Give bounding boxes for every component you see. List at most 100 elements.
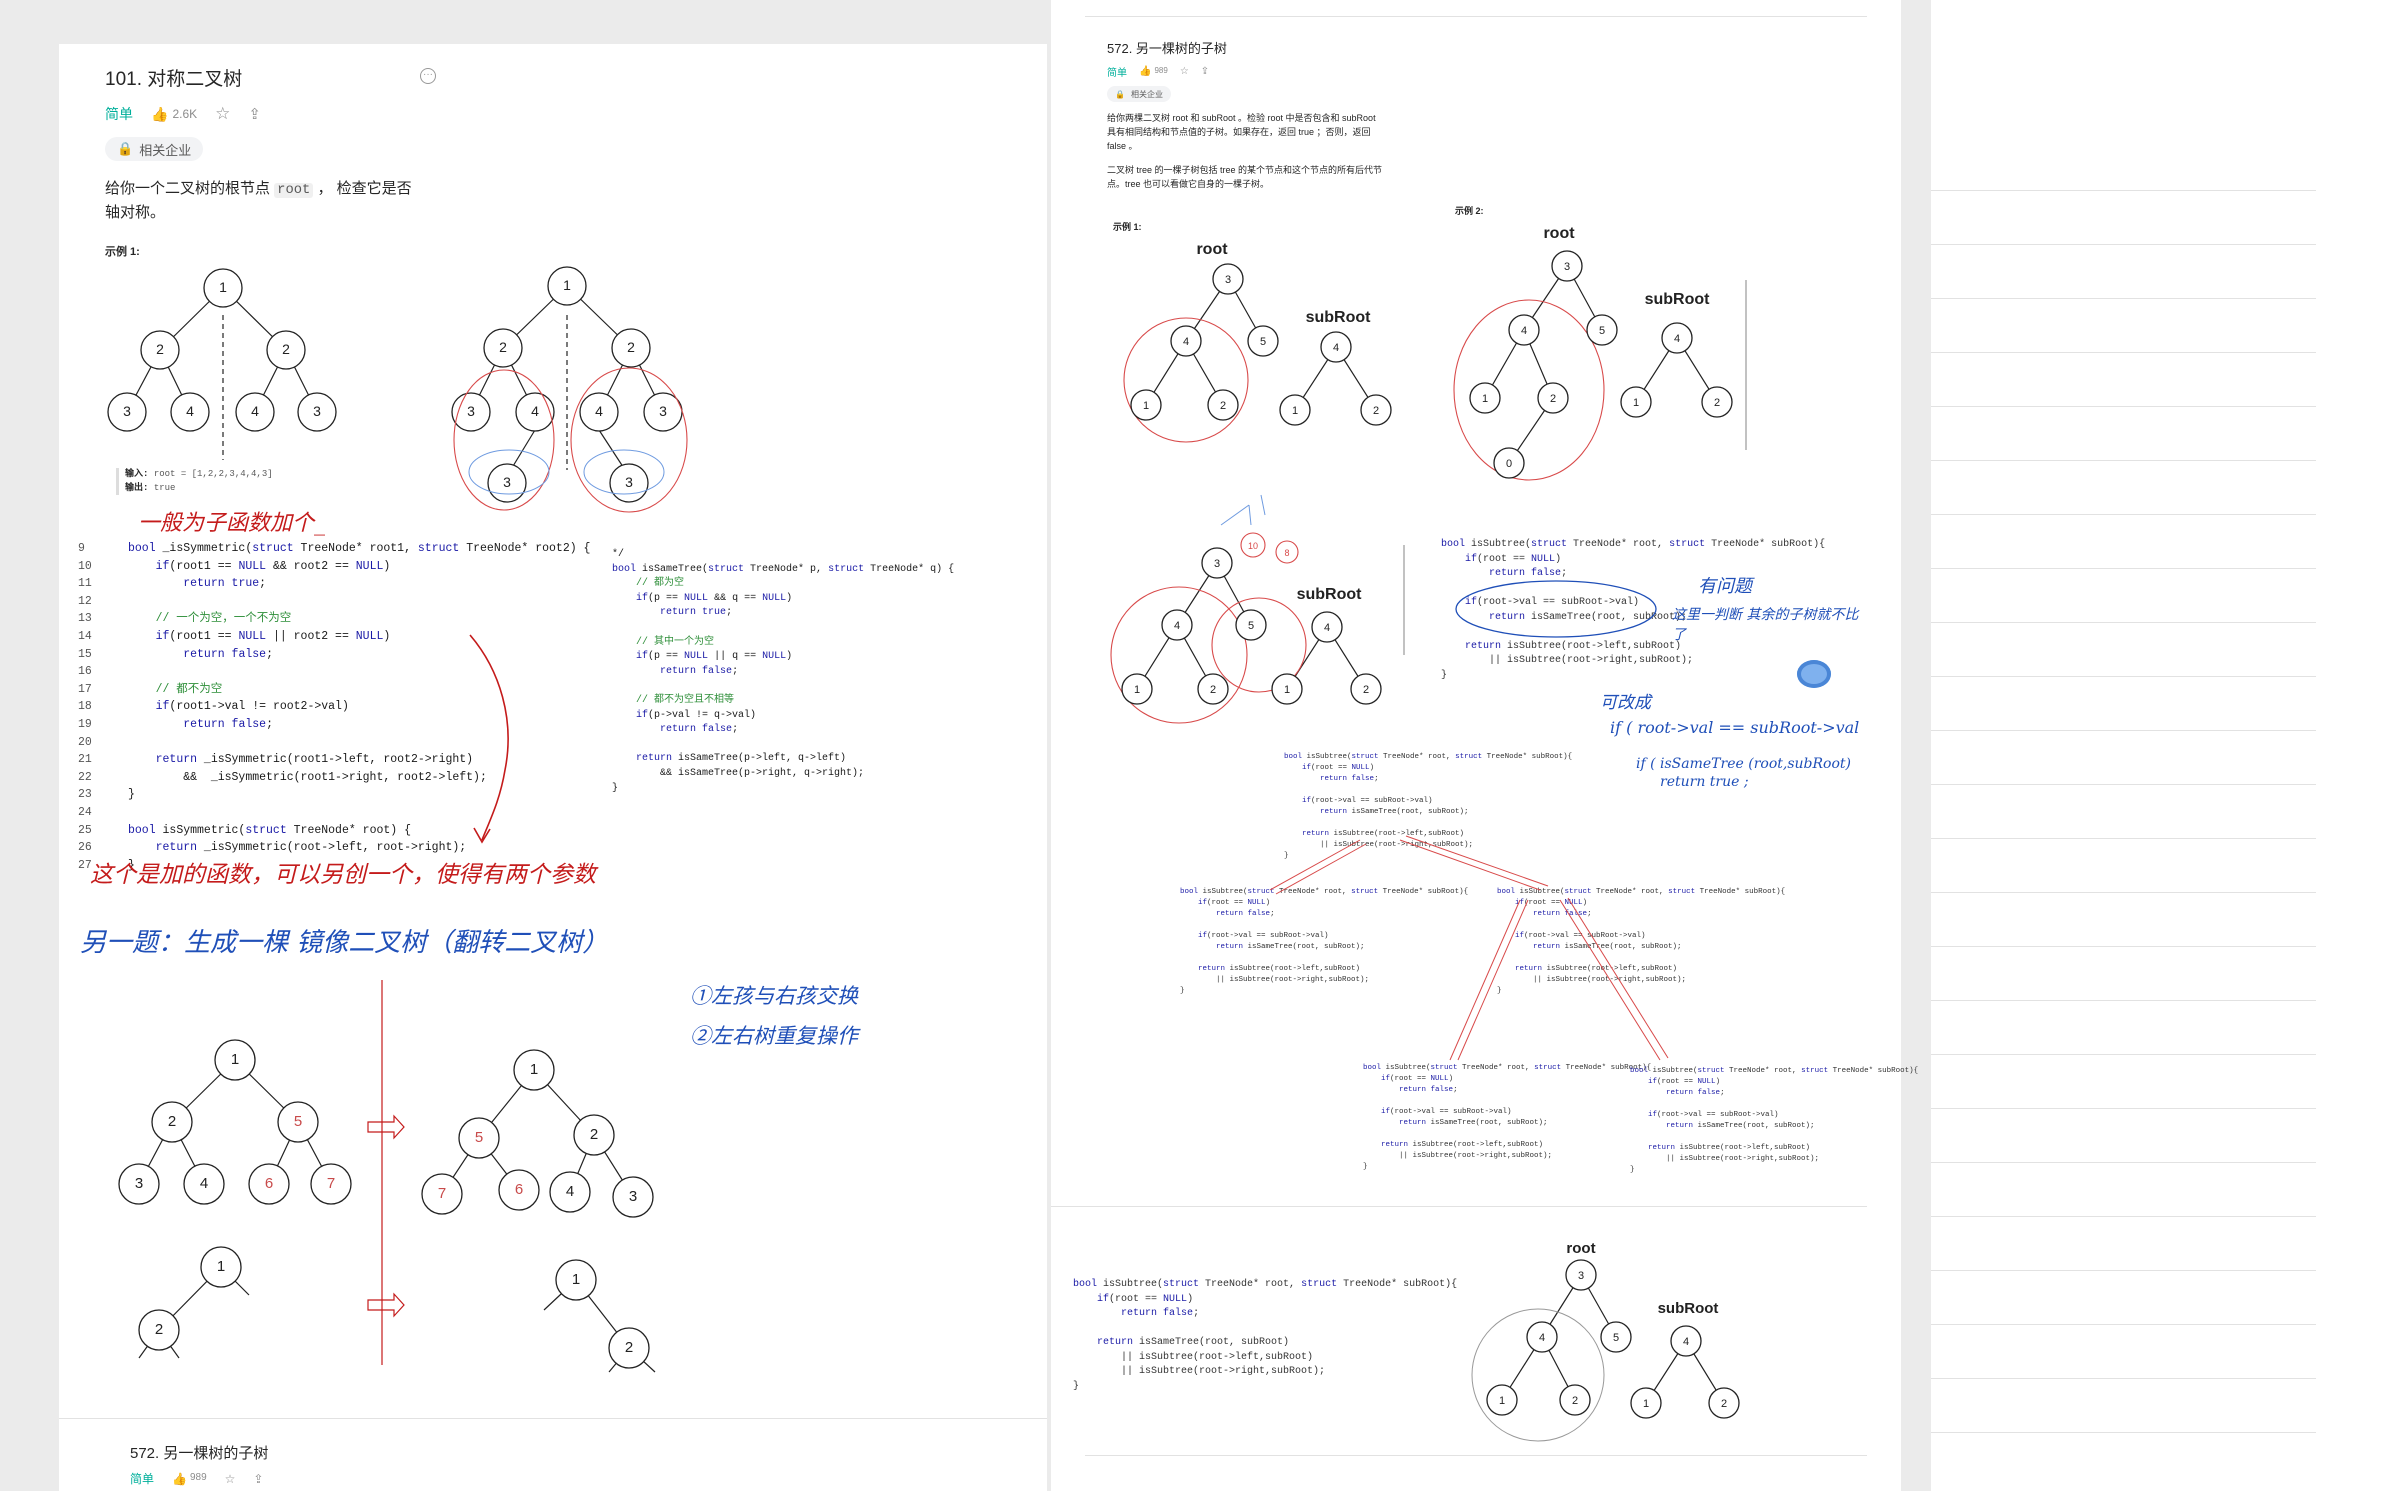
tree-node [555, 1259, 597, 1301]
like-count: 2.6K [172, 107, 198, 121]
next-difficulty: 简单 [130, 1472, 155, 1486]
tree-node-label: 1 [1633, 397, 1639, 409]
thumbs-up-icon: 👍 [172, 1471, 187, 1486]
tree-node-label: 3 [313, 403, 321, 419]
tree-node-label: 6 [515, 1181, 523, 1198]
right-page [1051, 0, 1901, 1491]
tree-node-label: 5 [1260, 336, 1266, 348]
is-subtree-final-code: bool isSubtree(struct TreeNode* root, st… [1073, 1279, 1458, 1392]
handnote-helper-function: 这个是加的函数，可以另创一个，使得有两个参数 [90, 862, 596, 888]
share-icon[interactable]: ⇪ [1200, 66, 1210, 77]
tree-node-label: 2 [168, 1113, 176, 1130]
right-bottom-rule [1085, 1455, 1867, 1456]
difficulty-label: 简单 [105, 106, 133, 122]
ruled-line [1931, 1432, 2316, 1433]
more-options-icon[interactable]: ··· [420, 68, 436, 84]
handnote-fix-line3: return true ; [1660, 774, 1749, 790]
tree-node-label: 4 [595, 403, 603, 419]
ruled-line [1931, 514, 2316, 515]
tree-node [513, 1049, 555, 1091]
next-problem-title[interactable]: 572. 另一棵树的子树 [130, 1445, 269, 1462]
red-subtree-circles [1123, 299, 1605, 481]
tree-node [1121, 673, 1153, 705]
left-page-divider [59, 1418, 1047, 1419]
ruled-line [1931, 568, 2316, 569]
is-subtree-code-annotated: bool isSubtree(struct TreeNode* root, st… [1441, 539, 1826, 681]
tree-node-label: 2 [155, 1321, 163, 1338]
tree-node-label: 3 [659, 403, 667, 419]
tree-node [235, 392, 275, 432]
tree-node-label: 3 [1578, 1270, 1584, 1282]
like-button[interactable]: 👍 2.6K [151, 106, 197, 123]
example-1-label-572: 示例 1: [1113, 222, 1142, 232]
tree-node [1526, 1321, 1558, 1353]
share-icon[interactable]: ⇪ [248, 106, 261, 123]
output-label: 输出: [125, 482, 149, 493]
handnote-pitfall: 有问题 [1698, 576, 1752, 597]
tree-node-label: 2 [625, 1339, 633, 1356]
tree-node-label: 1 [1284, 684, 1290, 696]
tree-node [1271, 673, 1303, 705]
tree-node-label: 1 [1643, 1398, 1649, 1410]
tree-node [421, 1173, 463, 1215]
tree-node-label: 3 [135, 1175, 143, 1192]
star-icon[interactable]: ☆ [1179, 66, 1189, 77]
desc-text-b: ， 检查它是否轴对称。 [105, 180, 412, 222]
red-annotation-ovals [453, 367, 688, 513]
tree-node [1630, 1387, 1662, 1419]
company-badge-572[interactable]: 🔒 相关企业 [1107, 86, 1171, 102]
tree-node [138, 1309, 180, 1351]
ruled-line [1931, 892, 2316, 893]
tree-node-label: 2 [156, 341, 164, 357]
like-button-572[interactable]: 👍989 [1139, 66, 1168, 77]
final-subroot-label: subRoot [1658, 1300, 1719, 1317]
annot-num-8: 8 [1284, 548, 1289, 558]
handnote-step2: ②左右树重复操作 [690, 1024, 858, 1048]
ruled-line [1931, 406, 2316, 407]
problem-description-572b: 二叉树 tree 的一棵子树包括 tree 的某个节点和这个节点的所有后代节点。… [1107, 165, 1383, 189]
tree-node-label: 5 [1613, 1332, 1619, 1344]
problem-title-572[interactable]: 572. 另一棵树的子树 [1107, 41, 1227, 56]
tree-node [1469, 382, 1501, 414]
tree-node [1701, 386, 1733, 418]
ruled-line [1931, 1216, 2316, 1217]
tree-node [1279, 394, 1311, 426]
lock-icon: 🔒 [1115, 89, 1125, 99]
tree-node [1170, 325, 1202, 357]
tree-node-label: 2 [1550, 393, 1556, 405]
example-1-io: 输入: root = [1,2,2,3,4,4,3] 输出: true [116, 468, 273, 495]
is-same-tree-code: */ bool isSameTree(struct TreeNode* p, s… [612, 549, 955, 794]
sym-tree-1 [126, 287, 318, 460]
tree-node-label: 2 [1220, 400, 1226, 412]
tree-node [1493, 447, 1525, 479]
star-icon[interactable]: ☆ [215, 104, 231, 123]
tree-node [140, 330, 180, 370]
tree-node-label: 3 [123, 403, 131, 419]
tree-node-label: 2 [1363, 684, 1369, 696]
recursion-code-4: bool isSubtree(struct TreeNode* root, st… [1363, 1064, 1652, 1171]
input-value: root = [1,2,2,3,4,4,3] [153, 469, 273, 479]
problem-title-101[interactable]: 101. 对称二叉树 [105, 69, 243, 90]
tree-node-label: 1 [530, 1061, 538, 1078]
next-problem-meta: 简单 👍989 ☆ ⇪ [130, 1470, 263, 1487]
right-top-rule [1085, 16, 1867, 17]
desc-text-a: 给你一个二叉树的根节点 [105, 180, 275, 197]
star-icon[interactable]: ☆ [224, 1471, 236, 1486]
tree-node-label: 2 [1721, 1398, 1727, 1410]
tree-node-label: 5 [475, 1129, 483, 1146]
annot-red-marks [1110, 532, 1307, 724]
company-badge[interactable]: 🔒 相关企业 [105, 137, 204, 161]
red-arrow-annotation [469, 634, 509, 844]
share-icon[interactable]: ⇪ [253, 1471, 264, 1486]
tree-node-label: 5 [294, 1113, 302, 1130]
ruled-line [1931, 730, 2316, 731]
tree-node-label: 1 [219, 279, 227, 295]
handnote-fix: 可改成 [1600, 693, 1651, 713]
ruled-line [1931, 190, 2316, 191]
next-like-button[interactable]: 👍989 [172, 1472, 207, 1486]
like-count-572: 989 [1154, 66, 1168, 75]
